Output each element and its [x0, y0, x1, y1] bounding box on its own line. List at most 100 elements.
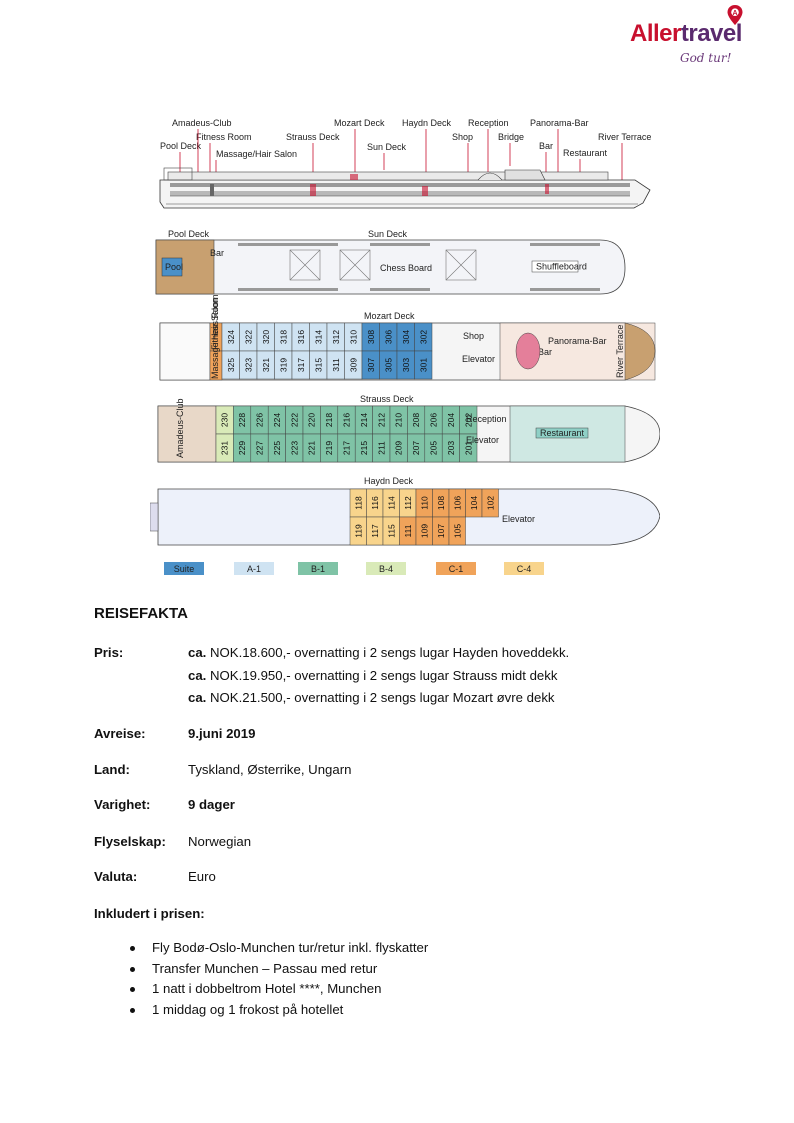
cabin-number: 229 [237, 441, 247, 455]
cabin-number: 307 [366, 358, 376, 372]
cabin-number: 211 [376, 441, 386, 455]
currency-label: Valuta: [94, 869, 138, 884]
cabin-number: 202 [463, 413, 473, 427]
cabin-number: 210 [394, 413, 404, 427]
cabin-number: 226 [255, 413, 265, 427]
cabin-number: 109 [419, 524, 429, 538]
ship-deck-plan: Amadeus-Club Pool Deck Fitness Room Mass… [150, 108, 660, 583]
cabin-number: 206 [429, 413, 439, 427]
included-heading: Inkludert i prisen: [94, 906, 205, 921]
label-strauss-deck: Strauss Deck [286, 132, 340, 142]
label-reception-plan: Reception [466, 414, 507, 424]
label-panorama-bar: Panorama-Bar [530, 118, 589, 128]
cabin-number: 309 [348, 358, 358, 372]
label-bar: Bar [539, 141, 553, 151]
cabin-number: 110 [419, 496, 429, 510]
cabin-number: 106 [452, 496, 462, 510]
cabin-number: 231 [220, 441, 230, 455]
cabin-number: 220 [307, 413, 317, 427]
price-label: Pris: [94, 645, 124, 660]
label-massage-plan: Massage Hair Salon [210, 298, 220, 379]
cabin-number: 310 [348, 330, 358, 344]
legend-swatch [298, 562, 338, 575]
cabin-number: 102 [485, 496, 495, 510]
cabin-number: 203 [446, 441, 456, 455]
label-bridge: Bridge [498, 132, 524, 142]
legend-label: B-4 [379, 564, 393, 574]
legend-swatch [366, 562, 406, 575]
svg-text:A: A [732, 10, 737, 17]
label-shuffleboard: Shuffleboard [536, 262, 587, 272]
cabin-number: 204 [446, 413, 456, 427]
label-massage-hair-salon: Massage/Hair Salon [216, 149, 297, 159]
label-sun-bar: Bar [210, 248, 224, 258]
duration-label: Varighet: [94, 797, 151, 812]
label-restaurant-plan: Restaurant [540, 428, 585, 438]
cabin-number: 320 [261, 330, 271, 344]
cabin-number: 218 [324, 413, 334, 427]
cabin-cell [459, 433, 478, 463]
label-haydn-deck-title: Haydn Deck [364, 476, 414, 486]
cabin-number: 311 [331, 358, 341, 372]
legend-label: B-1 [311, 564, 325, 574]
cabin-number: 324 [226, 330, 236, 344]
label-haydn-deck: Haydn Deck [402, 118, 452, 128]
cabin-number: 306 [383, 330, 393, 344]
label-amadeus-club: Amadeus-Club [172, 118, 232, 128]
cabin-number: 227 [255, 441, 265, 455]
cabin-number: 212 [376, 413, 386, 427]
cabin-number: 217 [342, 441, 352, 455]
logo-tagline: God tur! [680, 51, 732, 65]
cabin-number: 303 [401, 358, 411, 372]
legend-label: C-4 [517, 564, 532, 574]
label-chess-board: Chess Board [380, 263, 432, 273]
cabin-number: 119 [353, 524, 363, 538]
cabin-number: 315 [313, 358, 323, 372]
label-restaurant: Restaurant [563, 148, 608, 158]
map-pin-icon: A [727, 5, 743, 25]
cabin-number: 215 [359, 441, 369, 455]
cabin-number: 302 [418, 330, 428, 344]
cabin-cell [448, 516, 466, 546]
list-item: Fly Bodø-Oslo-Munchen tur/retur inkl. fl… [130, 940, 428, 961]
label-pool-deck-top: Pool Deck [168, 229, 210, 239]
price-line-2: ca. NOK.19.950,- overnatting i 2 sengs l… [188, 668, 558, 683]
cabin-number: 107 [436, 524, 446, 538]
label-river-terrace-plan: River Terrace [615, 325, 625, 378]
cabin-number: 105 [452, 524, 462, 538]
country-value: Tyskland, Østerrike, Ungarn [188, 762, 352, 777]
cabin-number: 216 [342, 413, 352, 427]
label-river-terrace: River Terrace [598, 132, 651, 142]
cabin-number: 304 [401, 330, 411, 344]
cabin-cell [414, 350, 433, 380]
label-reception: Reception [468, 118, 509, 128]
cabin-number: 323 [243, 358, 253, 372]
label-sun-deck-top: Sun Deck [368, 229, 408, 239]
label-elevator-haydn: Elevator [502, 514, 535, 524]
legend-swatch [234, 562, 274, 575]
section-heading: REISEFAKTA [94, 605, 188, 622]
cabin-number: 115 [386, 524, 396, 538]
cabin-number: 301 [418, 358, 428, 372]
airline-value: Norwegian [188, 834, 252, 849]
cabin-number: 305 [383, 358, 393, 372]
cabin-number: 205 [429, 441, 439, 455]
label-bar-plan: Bar [538, 347, 552, 357]
cabin-number: 317 [296, 358, 306, 372]
sun-deck-plan: Pool Deck Sun Deck Pool Bar Chess Board … [155, 229, 626, 295]
list-item: 1 natt i dobbeltrom Hotel ****, Munchen [130, 981, 428, 1002]
label-mozart-deck-title: Mozart Deck [364, 311, 415, 321]
price-line-3: ca. NOK.21.500,- overnatting i 2 sengs l… [188, 690, 555, 705]
label-panorama-bar-plan: Panorama-Bar [548, 336, 607, 346]
label-elevator-mozart: Elevator [462, 354, 495, 364]
cabin-number: 223 [289, 441, 299, 455]
label-pool: Pool [165, 262, 183, 272]
legend-label: A-1 [247, 564, 261, 574]
cabin-number: 201 [463, 441, 473, 455]
cabin-number: 214 [359, 413, 369, 427]
label-sun-deck: Sun Deck [367, 142, 407, 152]
duration-value: 9 dager [188, 797, 235, 812]
